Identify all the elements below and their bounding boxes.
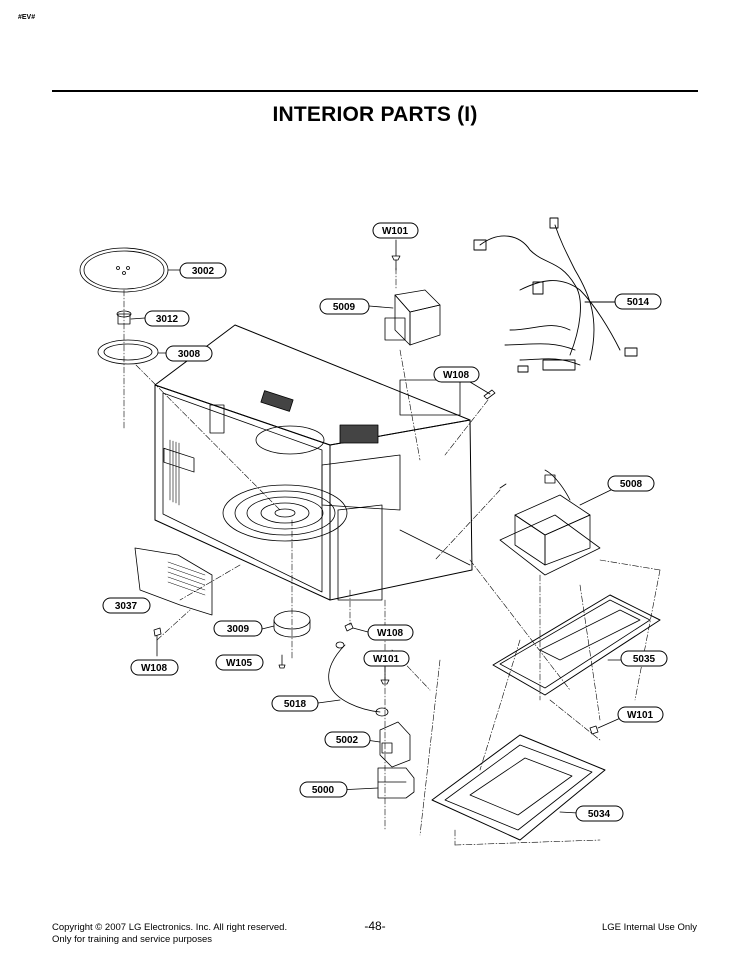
label-5014: 5014 xyxy=(627,297,650,308)
oven-cavity xyxy=(154,324,473,601)
screw-w101-top xyxy=(391,239,401,271)
cover-tray-5034 xyxy=(431,734,606,841)
thermal-wire-5018 xyxy=(317,641,389,717)
bracket-5002 xyxy=(365,721,411,768)
screw-w108-mid xyxy=(344,622,369,633)
callout-5000 xyxy=(299,781,348,798)
callout-w105 xyxy=(215,654,264,671)
callout-5035 xyxy=(620,650,668,667)
label-3008: 3008 xyxy=(178,349,201,360)
callout-3012 xyxy=(144,310,190,327)
footer-internal: LGE Internal Use Only xyxy=(601,922,697,933)
label-5002: 5002 xyxy=(336,735,359,746)
label-3012: 3012 xyxy=(156,314,179,325)
label-w108-mid: W108 xyxy=(377,628,404,639)
screw-w101-mid xyxy=(380,666,390,685)
callout-texts: 3002 3012 3008 W101 5009 5014 W108 5008 … xyxy=(115,226,656,820)
base-plate-5035 xyxy=(492,594,661,696)
screw-w108-left xyxy=(153,627,162,657)
coupler-3012 xyxy=(116,310,146,325)
label-w108-left: W108 xyxy=(141,663,168,674)
wire-harness-5014 xyxy=(473,217,638,373)
label-5000: 5000 xyxy=(312,785,335,796)
side-cover-3037 xyxy=(134,547,213,616)
label-5008: 5008 xyxy=(620,479,643,490)
callout-3009 xyxy=(213,620,263,637)
callout-w108-mid xyxy=(367,624,414,641)
callout-w108-upper xyxy=(433,366,480,383)
screw-w105 xyxy=(278,654,286,669)
label-3002: 3002 xyxy=(192,266,215,277)
footer-copyright: Copyright © 2007 LG Electronics. Inc. Al… xyxy=(52,922,288,933)
callout-3002 xyxy=(179,262,227,279)
label-5018: 5018 xyxy=(284,699,307,710)
callout-5009 xyxy=(319,298,370,315)
header-rule xyxy=(52,90,698,92)
callout-5034 xyxy=(575,805,624,822)
callout-5002 xyxy=(324,731,371,748)
sensor-5000 xyxy=(337,767,415,799)
callout-5018 xyxy=(271,695,319,712)
callout-3037 xyxy=(102,597,151,614)
callout-w108-left xyxy=(130,659,179,676)
callout-w101-top xyxy=(372,222,419,239)
callout-w101-right xyxy=(617,706,664,723)
label-3037: 3037 xyxy=(115,601,138,612)
label-w105: W105 xyxy=(226,658,253,669)
header-code: #EV# xyxy=(18,14,36,21)
footer-left: Copyright © 2007 LG Electronics. Inc. Al… xyxy=(52,922,287,946)
callout-5014 xyxy=(614,293,662,310)
callout-labels xyxy=(102,222,668,822)
label-w108-upper: W108 xyxy=(443,370,470,381)
label-w101-right: W101 xyxy=(627,710,654,721)
screw-w108-upper xyxy=(469,381,496,400)
label-w101-mid: W101 xyxy=(373,654,400,665)
label-5034: 5034 xyxy=(588,809,611,820)
label-5009: 5009 xyxy=(333,302,356,313)
magnetron-5009 xyxy=(368,289,441,346)
label-3009: 3009 xyxy=(227,624,250,635)
page-number: -48- xyxy=(364,919,386,933)
motor-3009 xyxy=(261,610,311,638)
page-title: INTERIOR PARTS (I) xyxy=(272,103,478,126)
footer-purpose: Only for training and service purposes xyxy=(52,934,212,945)
vent-holes xyxy=(169,439,180,506)
label-w101-top: W101 xyxy=(382,226,409,237)
transformer-5008 xyxy=(499,469,616,576)
callout-5008 xyxy=(607,475,655,492)
callout-3008 xyxy=(165,345,213,362)
turntable-glass-3002 xyxy=(79,247,181,293)
label-5035: 5035 xyxy=(633,654,656,665)
roller-ring-3008 xyxy=(97,339,167,365)
callout-w101-mid xyxy=(363,650,410,667)
